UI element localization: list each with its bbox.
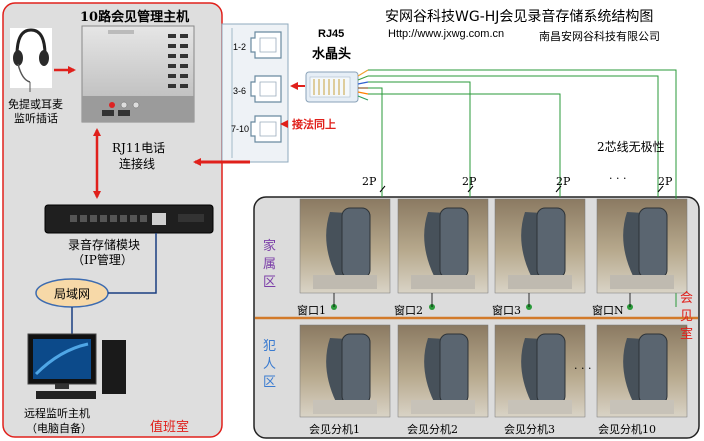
window-label-2: 窗口2: [394, 304, 423, 317]
inmate-side-label: 犯人区: [263, 339, 277, 390]
headset-caption-2: 监听插话: [14, 112, 58, 125]
pair-label-1: 2P: [362, 175, 377, 188]
port-label-1: 1-2: [233, 42, 247, 52]
phone-inmate-2: [397, 324, 489, 418]
rj45-port-3: [250, 115, 282, 143]
wiring-note: 接法同上: [292, 118, 336, 131]
inmate-phones: [299, 324, 688, 418]
port-label-3: 7-10: [231, 124, 250, 134]
wiring-ellipsis: · · ·: [609, 172, 627, 185]
recorder-module-device: [44, 204, 214, 234]
pair-label-2: 2P: [462, 175, 477, 188]
rj11-label-1: RJ11电话: [112, 141, 166, 155]
rj45-plug: [305, 71, 359, 103]
phone-family-n: [596, 198, 688, 294]
phone-inmate-10: [596, 324, 688, 418]
phone-inmate-3: [494, 324, 586, 418]
extension-label-2: 会见分机2: [407, 423, 458, 436]
window-label-n: 窗口N: [592, 304, 624, 317]
family-side-label: 家属区: [263, 239, 277, 290]
rj11-label-2: 连接线: [119, 157, 156, 171]
family-phones: [299, 198, 688, 294]
crystal-label: 水晶头: [312, 47, 352, 62]
phone-inmate-1: [299, 324, 391, 418]
host-title: 10路会见管理主机: [80, 10, 190, 25]
recorder-caption-1: 录音存储模块: [68, 238, 141, 252]
extension-label-1: 会见分机1: [309, 423, 360, 436]
lan-label: 局域网: [54, 287, 91, 301]
extension-label-10: 会见分机10: [598, 423, 656, 436]
pc-caption-2: （电脑自备）: [26, 422, 92, 435]
headset-caption-1: 免提或耳麦: [8, 98, 63, 111]
window-label-3: 窗口3: [492, 304, 521, 317]
pair-label-3: 2P: [556, 175, 571, 188]
port-label-2: 3-6: [233, 86, 247, 96]
phone-family-2: [397, 198, 489, 294]
twowire-label: 2芯线无极性: [597, 140, 665, 154]
pair-label-4: 2P: [658, 175, 673, 188]
management-host-device: [81, 25, 195, 123]
computer-icon: [27, 333, 126, 399]
phone-family-1: [299, 198, 391, 294]
rj45-label: RJ45: [318, 28, 345, 40]
diagram-title: 安网谷科技WG-HJ会见录音存储系统结构图: [385, 9, 654, 25]
rj45-port-1: [250, 31, 282, 59]
rj45-port-2: [250, 75, 282, 103]
extension-label-3: 会见分机3: [504, 423, 555, 436]
headset-icon: [10, 28, 52, 92]
phone-family-3: [494, 198, 586, 294]
meeting-room-label: 会见室: [680, 291, 694, 342]
pc-caption-1: 远程监听主机: [24, 407, 90, 420]
company-name: 南昌安网谷科技有限公司: [539, 30, 660, 43]
duty-room-label: 值班室: [150, 420, 190, 435]
window-label-1: 窗口1: [297, 304, 326, 317]
cable-wires: [357, 69, 369, 101]
extension-ellipsis: · · ·: [574, 362, 592, 375]
recorder-caption-2: （IP管理）: [72, 253, 133, 267]
website-url: Http://www.jxwg.com.cn: [388, 28, 505, 40]
